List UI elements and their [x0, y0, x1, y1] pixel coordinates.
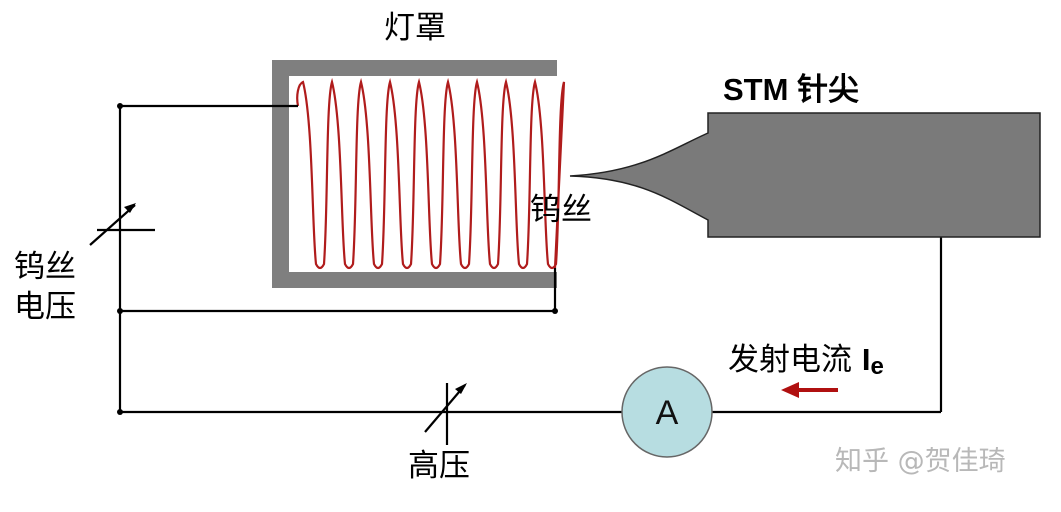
ammeter-letter: A — [656, 394, 679, 432]
junction-dot-top — [117, 103, 123, 109]
lamp-shade-label: 灯罩 — [384, 10, 446, 46]
tungsten-filament-coil — [296, 77, 566, 270]
filament-voltage-label-line2: 电压 — [14, 289, 76, 325]
watermark: 知乎 @贺佳琦 — [835, 446, 1006, 477]
emission-current-subscript: e — [870, 353, 883, 380]
emission-current-arrow — [781, 382, 838, 398]
ammeter: A — [621, 366, 713, 458]
ammeter-circle — [621, 366, 713, 458]
high-voltage-source-symbol — [424, 383, 467, 445]
filament-voltage-source-symbol — [89, 203, 155, 246]
filament-label: 钨丝 — [530, 192, 592, 228]
stm-tip-label: STM 针尖 — [723, 72, 859, 107]
emission-current-symbol: I — [862, 342, 871, 377]
stm-tip — [569, 112, 1041, 238]
emission-current-text: 发射电流 — [728, 342, 862, 378]
junction-dot-mid — [117, 308, 123, 314]
high-voltage-label: 高压 — [408, 448, 470, 484]
junction-dot-filament — [552, 308, 558, 314]
emission-current-label: 发射电流 Ie — [728, 342, 884, 380]
filament-voltage-label-line1: 钨丝 — [14, 249, 76, 285]
